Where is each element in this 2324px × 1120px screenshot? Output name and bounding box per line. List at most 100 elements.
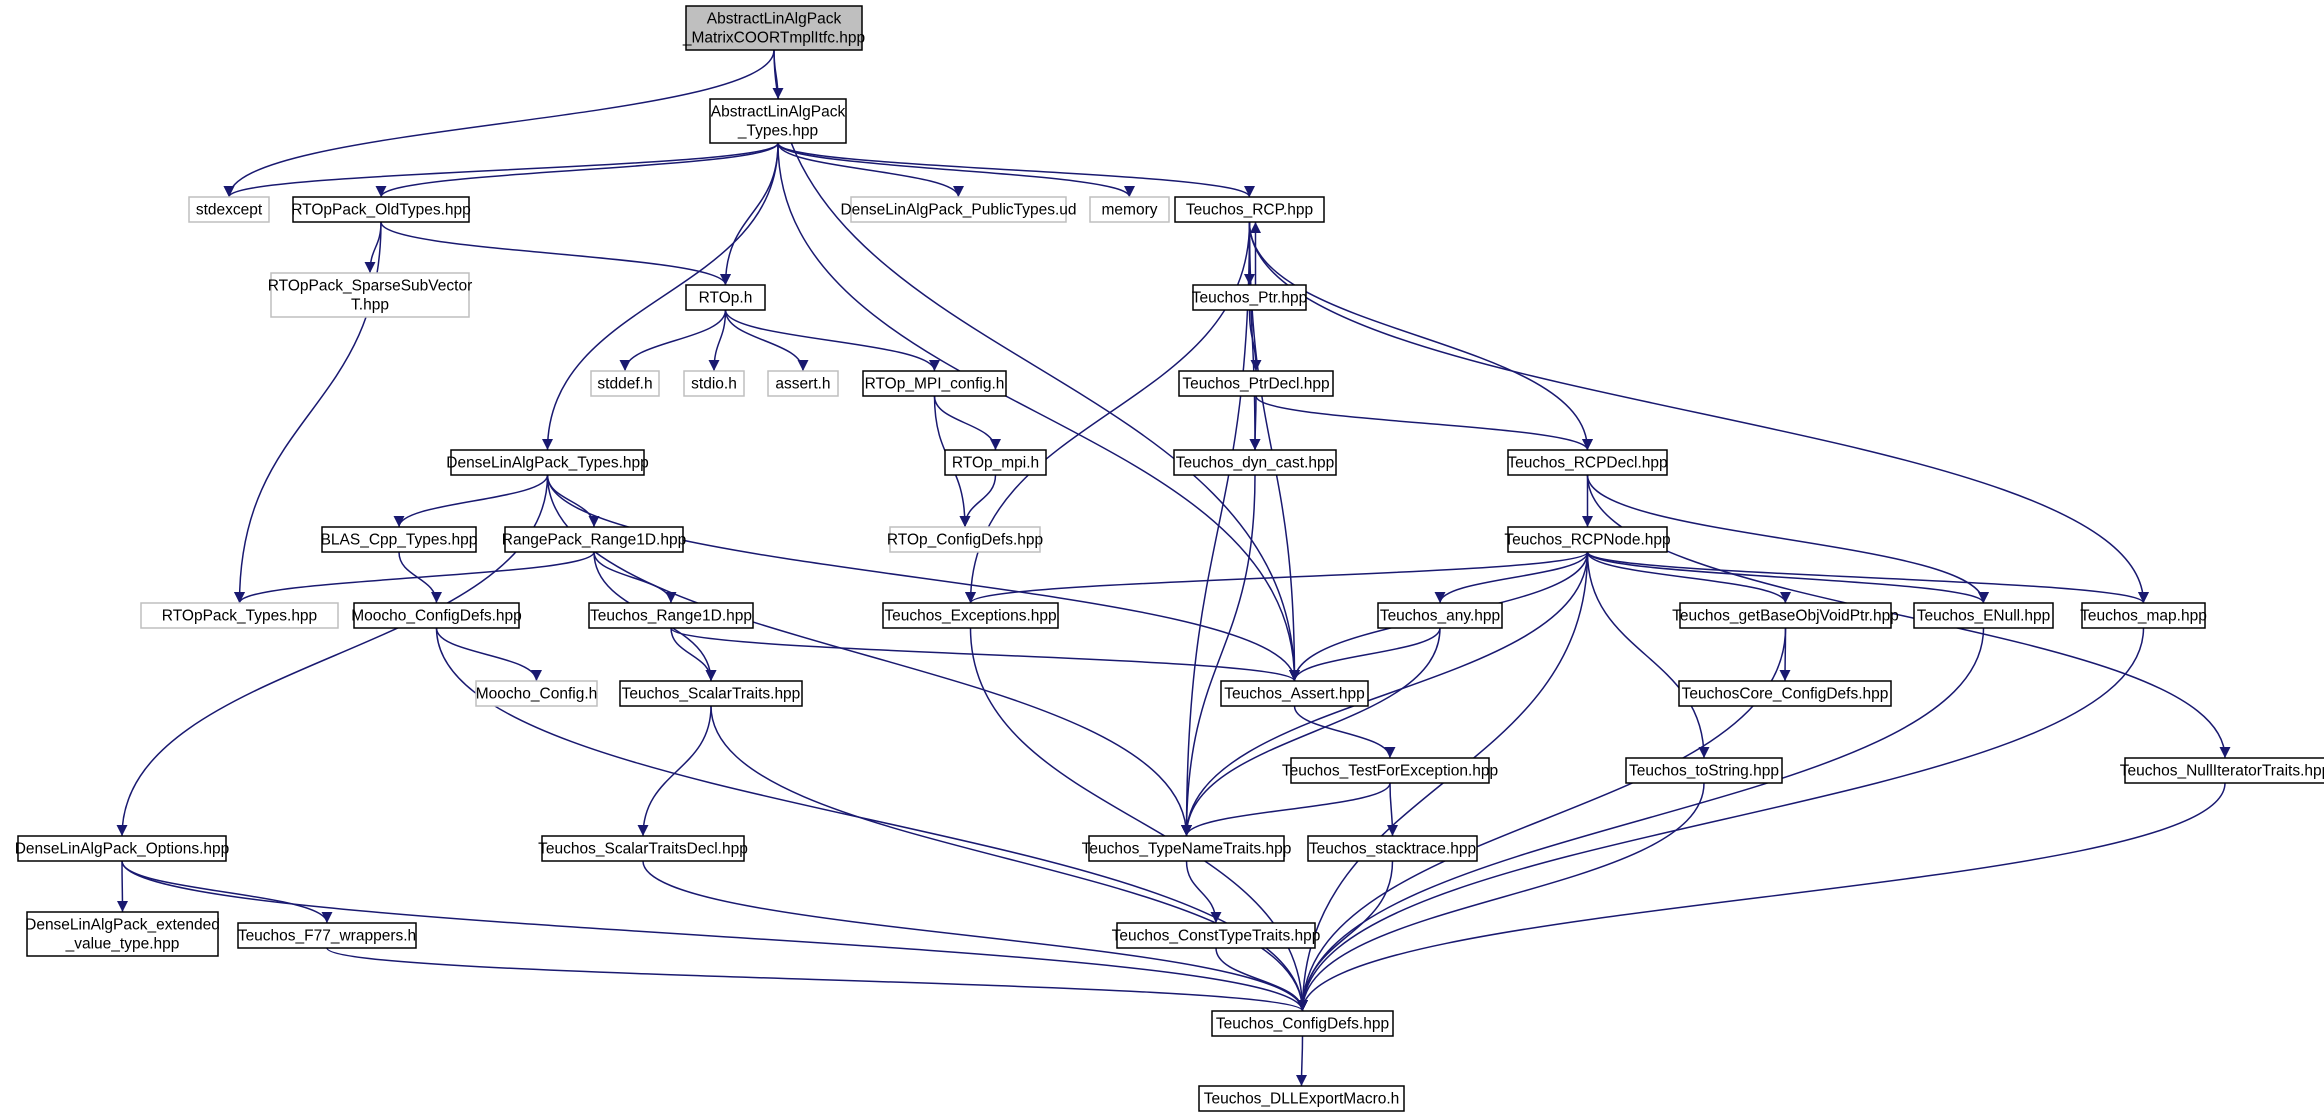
node-blas[interactable]: BLAS_Cpp_Types.hpp [321, 526, 478, 553]
node-label-any-0: Teuchos_any.hpp [1380, 608, 1500, 625]
edge-rcpnode-to-getbase [1586, 551, 1791, 604]
node-box-teuchos_range1d[interactable] [588, 602, 754, 629]
node-mpi_config[interactable]: RTOp_MPI_config.h [862, 370, 1007, 397]
node-map[interactable]: Teuchos_map.hpp [2080, 602, 2207, 629]
node-label-typenametraits-0: Teuchos_TypeNameTraits.hpp [1082, 841, 1292, 858]
node-dense_ext[interactable]: DenseLinAlgPack_extended_value_type.hpp [25, 911, 220, 957]
node-corecfg[interactable]: TeuchosCore_ConfigDefs.hpp [1678, 680, 1892, 707]
edge-configdefs-to-dllexport [1296, 1035, 1308, 1087]
node-moocho_configdefs[interactable]: Moocho_ConfigDefs.hpp [351, 602, 522, 629]
edge-ptrdecl-to-rcpdecl [1255, 395, 1593, 451]
node-rtop_mpi[interactable]: RTOp_mpi.h [944, 449, 1047, 476]
node-box-rcpdecl[interactable] [1507, 449, 1668, 476]
node-box-dyn_cast[interactable] [1173, 449, 1337, 476]
node-label-scalartraitsdecl-0: Teuchos_ScalarTraitsDecl.hpp [538, 841, 748, 858]
node-box-enull[interactable] [1913, 602, 2054, 629]
node-testforexc[interactable]: Teuchos_TestForException.hpp [1282, 757, 1498, 784]
node-rtop_h[interactable]: RTOp.h [685, 284, 766, 311]
node-box-ptr[interactable] [1192, 284, 1307, 311]
node-box-rtop_oldtypes[interactable] [292, 196, 470, 223]
node-box-configdefs[interactable] [1211, 1010, 1394, 1037]
edge-teuchos_range1d-to-scalartraits [670, 627, 717, 682]
node-box-mpi_config[interactable] [862, 370, 1007, 397]
node-box-nulliter[interactable] [2124, 757, 2324, 784]
node-ptr[interactable]: Teuchos_Ptr.hpp [1192, 284, 1307, 311]
node-box-any[interactable] [1377, 602, 1503, 629]
node-box-blas[interactable] [321, 526, 477, 553]
node-box-dllexport[interactable] [1198, 1085, 1405, 1112]
node-dllexport[interactable]: Teuchos_DLLExportMacro.h [1198, 1085, 1405, 1112]
node-box-getbase[interactable] [1679, 602, 1892, 629]
edge-rtop_h-to-mpi_config [724, 309, 940, 372]
node-box-scalartraitsdecl[interactable] [541, 835, 745, 862]
node-box-rtop_mpi[interactable] [944, 449, 1047, 476]
node-rtoppack_types: RTOpPack_Types.hpp [140, 602, 339, 629]
node-box-scalartraits[interactable] [619, 680, 803, 707]
node-box-moocho_configdefs[interactable] [353, 602, 520, 629]
node-box-root[interactable] [685, 5, 863, 51]
node-rtop_oldtypes[interactable]: RTOpPack_OldTypes.hpp [291, 196, 471, 223]
edge-rcpdecl-to-enull [1586, 474, 1989, 604]
node-label-dense_options-0: DenseLinAlgPack_Options.hpp [15, 841, 230, 858]
node-label-moocho_configdefs-0: Moocho_ConfigDefs.hpp [351, 608, 522, 625]
node-alap_types[interactable]: AbstractLinAlgPack_Types.hpp [709, 98, 847, 144]
node-dyn_cast[interactable]: Teuchos_dyn_cast.hpp [1173, 449, 1337, 476]
node-any[interactable]: Teuchos_any.hpp [1377, 602, 1503, 629]
node-label-configdefs-0: Teuchos_ConfigDefs.hpp [1216, 1016, 1389, 1033]
node-rtop_configdefs: RTOp_ConfigDefs.hpp [887, 526, 1043, 553]
node-box-range1d[interactable] [504, 526, 684, 553]
node-configdefs[interactable]: Teuchos_ConfigDefs.hpp [1211, 1010, 1394, 1037]
node-root[interactable]: AbstractLinAlgPack_MatrixCOORTmplItfc.hp… [682, 5, 865, 51]
node-typenametraits[interactable]: Teuchos_TypeNameTraits.hpp [1082, 835, 1292, 862]
node-ptrdecl[interactable]: Teuchos_PtrDecl.hpp [1178, 370, 1334, 397]
node-box-rcpnode[interactable] [1507, 526, 1668, 553]
node-label-rcpnode-0: Teuchos_RCPNode.hpp [1504, 532, 1670, 549]
node-box-dense_ext[interactable] [26, 911, 219, 957]
node-box-teuchos_assert[interactable] [1220, 680, 1369, 707]
node-exceptions[interactable]: Teuchos_Exceptions.hpp [882, 602, 1059, 629]
node-teuchos_range1d[interactable]: Teuchos_Range1D.hpp [588, 602, 754, 629]
node-box-consttype[interactable] [1116, 922, 1316, 949]
node-dense_options[interactable]: DenseLinAlgPack_Options.hpp [15, 835, 230, 862]
node-box-dense_options[interactable] [17, 835, 227, 862]
node-label-mpi_config-0: RTOp_MPI_config.h [865, 376, 1005, 393]
node-box-exceptions[interactable] [882, 602, 1059, 629]
edge-f77-to-configdefs [326, 947, 1308, 1012]
node-box-map[interactable] [2081, 602, 2206, 629]
node-box-f77[interactable] [237, 922, 417, 949]
node-scalartraits[interactable]: Teuchos_ScalarTraits.hpp [619, 680, 803, 707]
node-stacktrace[interactable]: Teuchos_stacktrace.hpp [1307, 835, 1478, 862]
node-box-dense_types[interactable] [450, 449, 645, 476]
node-enull[interactable]: Teuchos_ENull.hpp [1913, 602, 2054, 629]
node-label-corecfg-0: TeuchosCore_ConfigDefs.hpp [1682, 686, 1889, 703]
node-box-ptrdecl[interactable] [1178, 370, 1334, 397]
node-nulliter[interactable]: Teuchos_NullIteratorTraits.hpp [2120, 757, 2324, 784]
node-box-tostring[interactable] [1625, 757, 1783, 784]
node-consttype[interactable]: Teuchos_ConstTypeTraits.hpp [1112, 922, 1321, 949]
node-box-rcp[interactable] [1174, 196, 1325, 223]
node-box-stacktrace[interactable] [1307, 835, 1478, 862]
node-rcpnode[interactable]: Teuchos_RCPNode.hpp [1504, 526, 1671, 553]
node-label-dense_types-0: DenseLinAlgPack_Types.hpp [446, 455, 649, 472]
node-label-dense_ext-0: DenseLinAlgPack_extended [25, 917, 220, 934]
node-scalartraitsdecl[interactable]: Teuchos_ScalarTraitsDecl.hpp [538, 835, 748, 862]
edge-alap_types-to-rcp [777, 142, 1255, 198]
node-box-testforexc[interactable] [1290, 757, 1490, 784]
node-box-rtop_h[interactable] [685, 284, 766, 311]
node-getbase[interactable]: Teuchos_getBaseObjVoidPtr.hpp [1672, 602, 1899, 629]
node-range1d[interactable]: RangePack_Range1D.hpp [502, 526, 686, 553]
node-rcpdecl[interactable]: Teuchos_RCPDecl.hpp [1507, 449, 1668, 476]
edge-dense_options-to-configdefs [121, 860, 1308, 1012]
node-rcp[interactable]: Teuchos_RCP.hpp [1174, 196, 1325, 223]
edge-typenametraits-to-consttype [1185, 860, 1222, 924]
node-stddef: stddef.h [590, 370, 660, 397]
node-tostring[interactable]: Teuchos_toString.hpp [1625, 757, 1783, 784]
node-teuchos_assert[interactable]: Teuchos_Assert.hpp [1220, 680, 1369, 707]
node-box-typenametraits[interactable] [1088, 835, 1285, 862]
node-box-corecfg[interactable] [1678, 680, 1892, 707]
node-dense_types[interactable]: DenseLinAlgPack_Types.hpp [446, 449, 649, 476]
node-f77[interactable]: Teuchos_F77_wrappers.h [237, 922, 417, 949]
edge-rtop_h-to-assert_h [724, 309, 809, 372]
node-box-alap_types[interactable] [709, 98, 847, 144]
